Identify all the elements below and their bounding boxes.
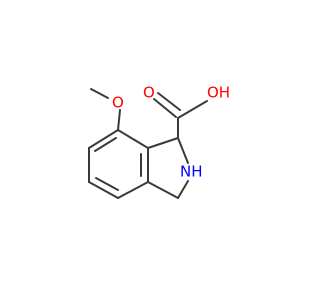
bond-carboxyl-o-double-a [153, 98, 177, 118]
bond-carboxyl-oh [177, 100, 208, 119]
bond-ring-c5-c4 [88, 181, 119, 199]
bond-c3-c3a [147, 181, 179, 199]
bond-methyl-o [90, 88, 109, 99]
bond-aromatic-inner-2 [95, 177, 119, 191]
bond-aromatic-inner-1 [94, 137, 117, 152]
structure-canvas: O O OH NH [88, 84, 230, 199]
bond-ring-c7a-c7 [117, 129, 149, 149]
bond-ring-c4-c3a [117, 181, 149, 199]
atom-label-o-methoxy: O [112, 94, 124, 112]
bond-c7a-c1 [147, 137, 179, 149]
bond-c1-n [177, 137, 189, 164]
atom-label-oh: OH [207, 84, 230, 102]
bond-o-aromatic [117, 109, 121, 131]
bond-carboxyl-o-double-b [157, 92, 181, 111]
atom-label-nh: NH [180, 163, 203, 181]
bond-n-c3 [177, 180, 189, 199]
bond-ring-c7-c6 [88, 129, 119, 149]
atom-label-o-carbonyl: O [143, 84, 155, 102]
